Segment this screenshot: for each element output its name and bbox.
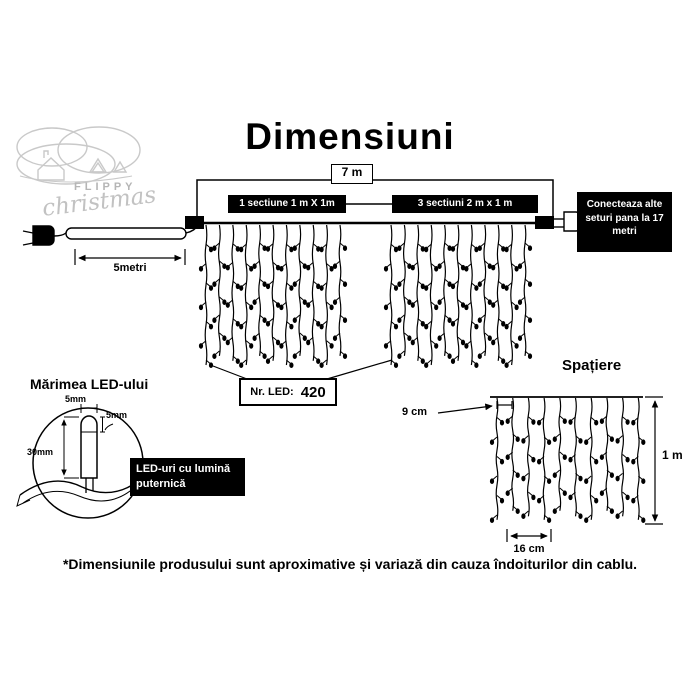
led-count-label: Nr. LED: bbox=[250, 386, 294, 398]
spacing-bottom-arrow bbox=[506, 529, 552, 542]
page-title: Dimensiuni bbox=[245, 116, 455, 157]
spacing-bottom-label: 16 cm bbox=[513, 543, 545, 555]
spacing-curtain bbox=[489, 397, 646, 523]
led-tip-height-label: 5mm bbox=[106, 410, 128, 420]
led-size-heading: Mărimea LED-ului bbox=[30, 376, 149, 392]
led-count-value: 420 bbox=[300, 383, 326, 401]
left-connector bbox=[185, 216, 204, 229]
spacing-gap-label: 9 cm bbox=[402, 406, 428, 418]
led-dimension-arrows bbox=[61, 404, 114, 479]
power-plug-icon bbox=[22, 223, 200, 246]
footer-note: *Dimensiunile produsului sunt aproximati… bbox=[62, 556, 638, 572]
led-count-box: Nr. LED: 420 bbox=[239, 378, 337, 406]
led-body-length-label: 30mm bbox=[27, 447, 54, 457]
section-right-label: 3 sectiuni 2 m x 1 m bbox=[392, 195, 538, 213]
total-width-bracket bbox=[196, 179, 554, 218]
spacing-heading: Spațiere bbox=[562, 357, 622, 374]
logo-brand-top: FLIPPY bbox=[74, 181, 137, 193]
led-count-leader-left bbox=[212, 365, 248, 380]
led-count-leader-right bbox=[326, 359, 393, 380]
led-detail-icon bbox=[16, 407, 144, 519]
cord-length-label: 5metri bbox=[113, 262, 147, 274]
right-connector bbox=[535, 216, 554, 229]
curtain-left bbox=[198, 224, 348, 369]
spacing-height-arrow bbox=[645, 396, 663, 525]
spacing-gap-arrow bbox=[437, 401, 513, 414]
logo-sketch-icon bbox=[16, 126, 141, 185]
section-left-label: 1 sectiune 1 m X 1m bbox=[228, 195, 346, 213]
spacing-height-label: 1 m bbox=[662, 448, 683, 462]
total-width-label: 7 m bbox=[331, 164, 373, 184]
cord-dimension-arrow bbox=[74, 249, 186, 265]
led-note: LED-uri cu lumină puternică bbox=[130, 458, 245, 496]
connect-note: Conecteaza alte seturi pana la 17 metri bbox=[577, 192, 672, 252]
curtain-right bbox=[383, 224, 533, 369]
led-top-width-label: 5mm bbox=[65, 394, 87, 404]
